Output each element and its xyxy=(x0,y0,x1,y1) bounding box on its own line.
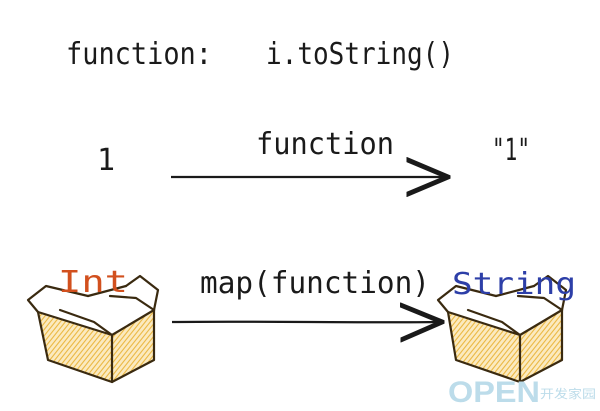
output-value: "1" xyxy=(492,133,530,168)
arrow-two-label: map(function) xyxy=(200,266,430,301)
arrow-two xyxy=(171,322,440,323)
input-value: 1 xyxy=(97,143,115,178)
watermark-logo: OPEN xyxy=(448,376,540,409)
watermark-suffix: 开发家园 xyxy=(540,386,596,401)
int-label: Int xyxy=(58,265,128,300)
string-label: String xyxy=(452,267,576,302)
function-caption: function: xyxy=(66,37,212,72)
arrow-one-label: function xyxy=(256,127,394,162)
code-expression: i.toString() xyxy=(266,37,454,72)
